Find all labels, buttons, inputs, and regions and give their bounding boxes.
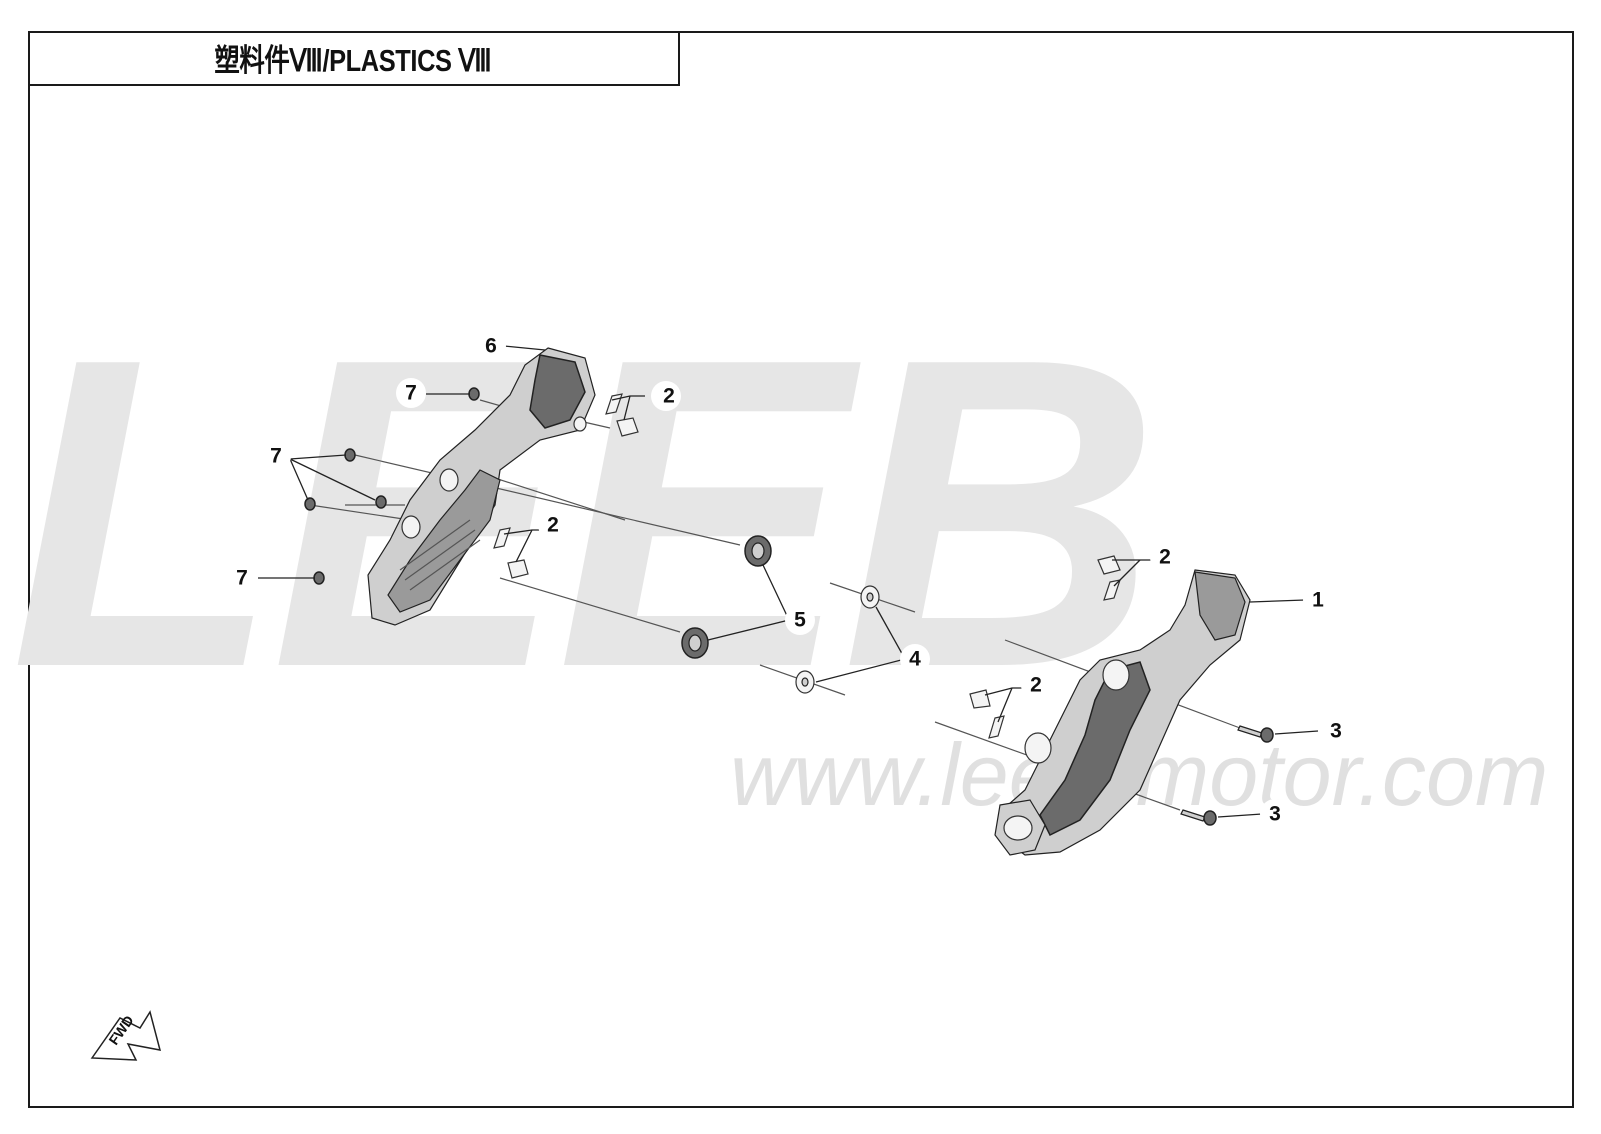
part-1-right-side-cover [994, 569, 1251, 856]
svg-text:6: 6 [485, 335, 497, 358]
svg-text:3: 3 [1269, 803, 1281, 826]
svg-text:2: 2 [547, 514, 559, 537]
callout-7-bottom: 7 [227, 563, 257, 593]
page-title: 塑料件Ⅷ/PLASTICS Ⅷ [214, 43, 492, 78]
forward-arrow-icon: FWD [90, 1010, 162, 1061]
svg-text:3: 3 [1330, 720, 1342, 743]
callout-3-bottom: 3 [1260, 799, 1290, 829]
callout-3-top: 3 [1321, 716, 1351, 746]
svg-text:7: 7 [236, 567, 248, 590]
callout-7-middle: 7 [261, 441, 291, 471]
svg-text:2: 2 [1030, 674, 1042, 697]
svg-text:7: 7 [405, 382, 417, 405]
callout-4: 4 [900, 644, 930, 674]
callout-2-bottom-right: 2 [1021, 670, 1051, 700]
part-3-bolts [1180, 725, 1274, 826]
svg-text:7: 7 [270, 445, 282, 468]
svg-text:1: 1 [1312, 589, 1324, 612]
callouts: 6 7 2 7 2 7 5 4 2 1 2 3 3 [227, 331, 1351, 829]
leader-lines [258, 345, 1319, 818]
callout-7-top: 7 [396, 378, 426, 408]
callout-2-middle-left: 2 [538, 510, 568, 540]
callout-5: 5 [785, 605, 815, 635]
part-4-washers [795, 585, 880, 694]
title-block: 塑料件Ⅷ/PLASTICS Ⅷ [28, 31, 680, 86]
part-6-left-side-cover [367, 347, 596, 626]
part-7-screws [304, 387, 480, 585]
svg-text:5: 5 [794, 609, 806, 632]
callout-2-top-left: 2 [651, 381, 681, 411]
watermark: LEEB www.leeb-motor.com [10, 268, 1548, 824]
callout-6: 6 [476, 331, 506, 361]
part-5-grommets [681, 535, 772, 659]
callout-1: 1 [1303, 585, 1333, 615]
callout-2-top-right: 2 [1150, 542, 1180, 572]
svg-text:2: 2 [1159, 546, 1171, 569]
drawing-frame [28, 31, 1574, 1108]
watermark-brand: LEEB [10, 268, 1151, 759]
svg-text:4: 4 [909, 648, 921, 671]
svg-text:2: 2 [663, 385, 675, 408]
